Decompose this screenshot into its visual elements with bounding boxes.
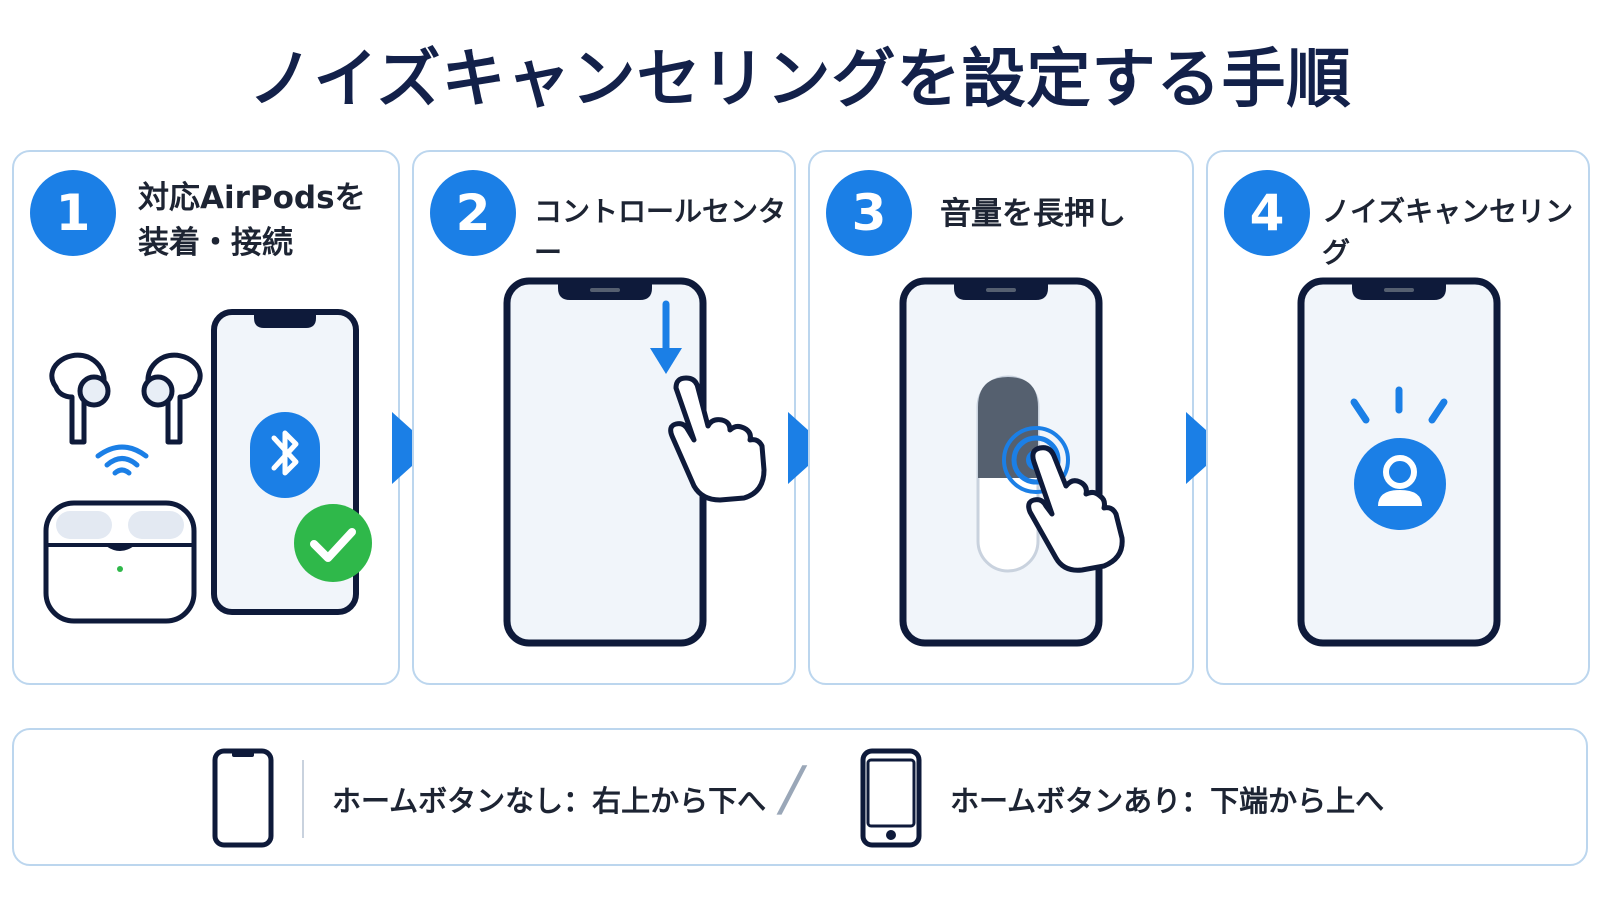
home-button-note: ホームボタンなし：右上から下へ / ホームボタンあり：下端から上へ bbox=[12, 728, 1588, 866]
check-icon bbox=[294, 504, 372, 582]
step-number-badge: 3 bbox=[826, 170, 912, 256]
step-number-badge: 1 bbox=[30, 170, 116, 256]
phone-icon bbox=[212, 748, 274, 848]
step-panel-4: 4 ノイズキャンセリング bbox=[1206, 150, 1590, 685]
step-panel-1: 1 対応AirPodsを 装着・接続 bbox=[12, 150, 400, 685]
swipe-down-arrow-icon bbox=[650, 300, 682, 374]
with-home-button-text: ホームボタンあり：下端から上へ bbox=[950, 784, 1385, 818]
step-panel-2: 2 コントロールセンター bbox=[412, 150, 796, 685]
step-panel-3: 3 音量を長押し bbox=[808, 150, 1194, 685]
step-number-badge: 4 bbox=[1224, 170, 1310, 256]
step-number-badge: 2 bbox=[430, 170, 516, 256]
phone-icon bbox=[860, 748, 922, 848]
wifi-signal-icon bbox=[95, 444, 149, 476]
step-label: コントロールセンター bbox=[534, 195, 787, 269]
no-home-button-text: ホームボタンなし：右上から下へ bbox=[332, 784, 767, 818]
step-label: ノイズキャンセリング bbox=[1322, 195, 1574, 269]
step-label: 音量を長押し bbox=[940, 196, 1126, 232]
hand-pointer-icon bbox=[1002, 426, 1125, 573]
divider bbox=[302, 760, 304, 838]
charging-case-icon bbox=[43, 500, 197, 624]
sparkle-icon bbox=[1350, 386, 1448, 424]
separator: / bbox=[774, 754, 810, 824]
hand-pointer-icon bbox=[668, 375, 767, 503]
step-label: 対応AirPodsを 装着・接続 bbox=[138, 180, 366, 261]
person-icon bbox=[1354, 438, 1446, 530]
airpods-icon bbox=[49, 352, 203, 445]
page-title: ノイズキャンセリングを設定する手順 bbox=[248, 43, 1352, 117]
bluetooth-icon bbox=[250, 412, 320, 498]
